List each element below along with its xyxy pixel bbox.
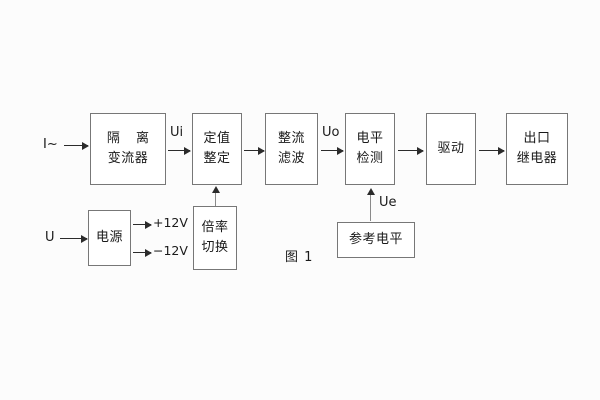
block-setting-adjustment-line2: 整定 — [203, 151, 231, 166]
block-rectify-filter[interactable]: 整流 滤波 — [265, 113, 318, 185]
figure-caption: 图 1 — [285, 250, 314, 265]
block-reference-level-line1: 参考电平 — [348, 231, 403, 247]
block-isolation-transformer[interactable]: 隔 离 变流器 — [90, 113, 166, 185]
signal-label-ue: Ue — [379, 195, 397, 210]
block-isolation-transformer-line2: 变流器 — [107, 151, 149, 166]
arrow-rectify-to-level — [321, 146, 344, 155]
block-power-supply[interactable]: 电源 — [88, 210, 131, 266]
block-multiplier-switch-line1: 倍率 — [201, 219, 229, 235]
block-level-detection-line2: 检测 — [356, 151, 384, 166]
arrow-driver-to-relay — [479, 146, 505, 155]
arrow-current-to-isolation — [64, 141, 89, 150]
arrow-reference-to-level — [366, 188, 375, 221]
arrow-isolation-to-setting — [168, 146, 191, 155]
block-rectify-filter-line1: 整流 — [277, 130, 305, 146]
voltage-input-label: U — [45, 230, 55, 245]
block-reference-level[interactable]: 参考电平 — [337, 222, 415, 258]
signal-label-ui: Ui — [170, 125, 184, 140]
arrow-setting-to-rectify — [244, 146, 265, 155]
block-output-relay-line2: 继电器 — [516, 151, 558, 166]
block-multiplier-switch[interactable]: 倍率 切换 — [193, 206, 237, 270]
block-isolation-transformer-line1: 隔 离 — [106, 130, 156, 146]
block-level-detection[interactable]: 电平 检测 — [345, 113, 395, 185]
current-input-label: I~ — [43, 137, 58, 152]
signal-label-uo: Uo — [322, 125, 340, 140]
arrow-level-to-driver — [398, 146, 424, 155]
block-driver[interactable]: 驱动 — [426, 113, 476, 185]
block-multiplier-switch-line2: 切换 — [201, 240, 229, 255]
block-output-relay[interactable]: 出口 继电器 — [506, 113, 568, 185]
rail-positive-label: +12V — [153, 215, 188, 230]
block-driver-line1: 驱动 — [437, 140, 465, 156]
arrow-rail-negative — [133, 248, 152, 257]
block-setting-adjustment[interactable]: 定值 整定 — [192, 113, 242, 185]
arrow-rail-positive — [133, 220, 152, 229]
block-setting-adjustment-line1: 定值 — [203, 130, 231, 146]
arrow-voltage-to-power — [60, 234, 88, 243]
block-level-detection-line1: 电平 — [356, 130, 384, 146]
rail-negative-label: −12V — [153, 243, 188, 258]
block-output-relay-line1: 出口 — [523, 130, 551, 146]
arrow-multiplier-to-setting — [211, 186, 220, 206]
block-power-supply-line1: 电源 — [95, 229, 123, 245]
block-rectify-filter-line2: 滤波 — [277, 151, 305, 166]
